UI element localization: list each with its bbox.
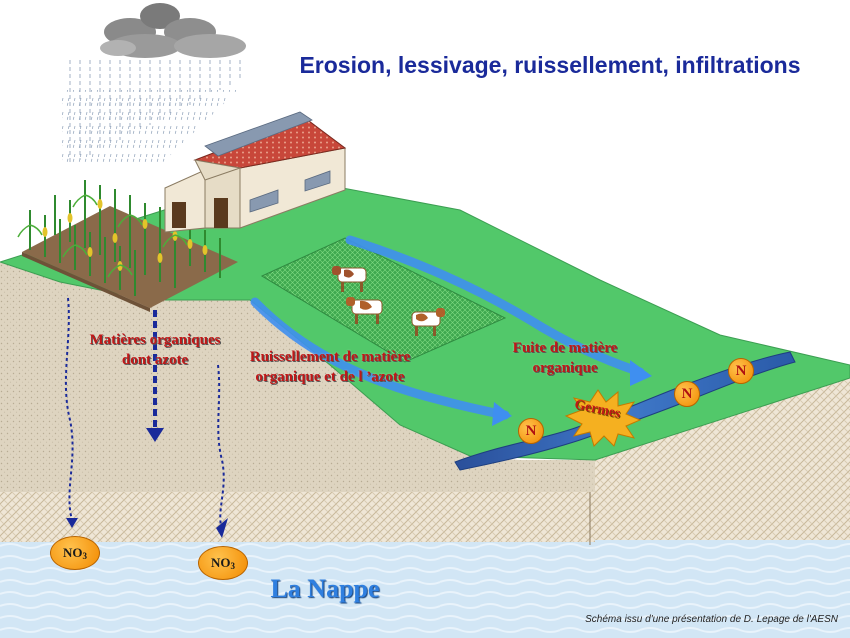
farm-building bbox=[164, 111, 347, 233]
nitrate-badge: NO3 bbox=[50, 536, 100, 570]
runoff-arrow-right bbox=[345, 235, 645, 377]
subsoil-layer bbox=[0, 492, 595, 542]
nitrate-badge: NO3 bbox=[198, 546, 248, 580]
infiltration-arrows bbox=[64, 297, 225, 531]
cows bbox=[332, 266, 445, 336]
label-ruissellement: Ruissellement de matière organique et de… bbox=[249, 349, 411, 385]
label-fuite: Fuite de matière organique bbox=[512, 340, 618, 376]
label-matieres-organiques: Matières organiques dont azote bbox=[89, 332, 221, 368]
nitrogen-badge: N bbox=[518, 418, 544, 444]
source-credit: Schéma issu d'une présentation de D. Lep… bbox=[585, 614, 838, 625]
label-la-nappe: La Nappe bbox=[270, 574, 380, 603]
germ-burst-icon bbox=[564, 389, 642, 447]
aquifer-layer bbox=[0, 540, 850, 638]
nitrogen-badge: N bbox=[674, 381, 700, 407]
pasture-field bbox=[260, 237, 507, 363]
rain-cloud-icon bbox=[62, 3, 250, 165]
runoff-arrow-left bbox=[250, 297, 510, 420]
nitrogen-badge: N bbox=[728, 358, 754, 384]
soil-layer bbox=[0, 262, 595, 492]
diagram-title: Erosion, lessivage, ruissellement, infil… bbox=[299, 52, 801, 78]
